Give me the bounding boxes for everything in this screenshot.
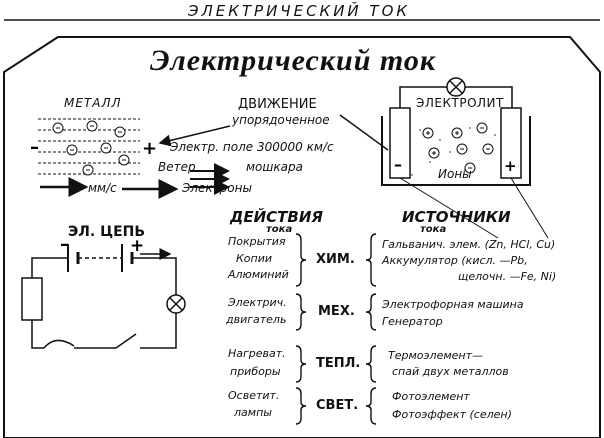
circuit-label: ЭЛ. ЦЕПЬ [68,224,146,240]
effect-item: двигатель [226,313,287,326]
source-item: щелочн. —Fe, Ni) [458,270,557,283]
svg-text:+: + [130,236,144,256]
motion-to-metal-arrow [158,125,231,147]
source-item: Генератор [382,315,443,328]
wind-label: Ветер [158,160,196,174]
metal-label: МЕТАЛЛ [64,96,122,110]
main-frame [3,36,601,438]
effect-item: Электрич. [228,296,287,309]
ions-label: Ионы [438,167,472,181]
page-header: ЭЛЕКТРИЧЕСКИЙ ТОК [188,2,411,20]
electrolyte-block: – + [381,77,549,239]
circuit-block [21,244,186,349]
actions-sub: тока [266,224,293,235]
motion-label: ДВИЖЕНИЕ [238,97,317,112]
mosquito-label: мошкара [246,160,303,174]
effect-item: Копии [236,252,273,265]
motion-to-electrolyte-line [339,114,389,151]
sources-title: ИСТОЧНИКИ [402,208,511,226]
effect-item: Нагреват. [228,347,286,360]
action-label: ТЕПЛ. [316,356,361,371]
effect-item: Осветит. [228,389,280,402]
svg-text:–: – [30,137,39,158]
svg-text:+: + [142,138,157,159]
metal-block: – + [30,114,389,199]
effect-item: приборы [230,365,281,378]
electrode-leader-1 [399,177,499,239]
action-label: СВЕТ. [316,398,359,413]
electron-speed-label: мм/с [88,181,117,195]
electrons-label: Электроны [182,181,252,195]
ion-circles [422,122,494,174]
svg-text:+: + [504,157,517,175]
action-label: МЕХ. [318,304,355,319]
actions-title: ДЕЙСТВИЯ [230,208,323,226]
diagram-title: Электрический ток [150,44,437,77]
motion-sub-label: упорядоченное [232,113,330,127]
row-braces [295,233,377,425]
effect-item: Алюминий [228,268,289,281]
field-speed-label: Электр. поле 300000 км/с [170,140,334,154]
action-label: ХИМ. [316,252,355,267]
svg-text:–: – [60,234,69,255]
electrode-leader-2 [510,177,549,239]
effect-item: лампы [234,406,272,419]
sources-sub: тока [420,224,447,235]
electron-circles [52,120,130,176]
source-item: спай двух металлов [392,365,509,378]
effect-item: Покрытия [228,235,286,248]
source-item: Фотоэффект (селен) [392,408,512,421]
source-item: Аккумулятор (кисл. —Pb, [382,254,528,267]
source-item: Фотоэлемент [392,390,470,403]
source-item: Гальванич. элем. (Zn, HCl, Cu) [382,238,556,251]
source-item: Электрофорная машина [382,298,524,311]
electrolyte-label: ЭЛЕКТРОЛИТ [416,96,504,110]
svg-text:–: – [394,155,402,174]
source-item: Термоэлемент— [388,349,483,362]
